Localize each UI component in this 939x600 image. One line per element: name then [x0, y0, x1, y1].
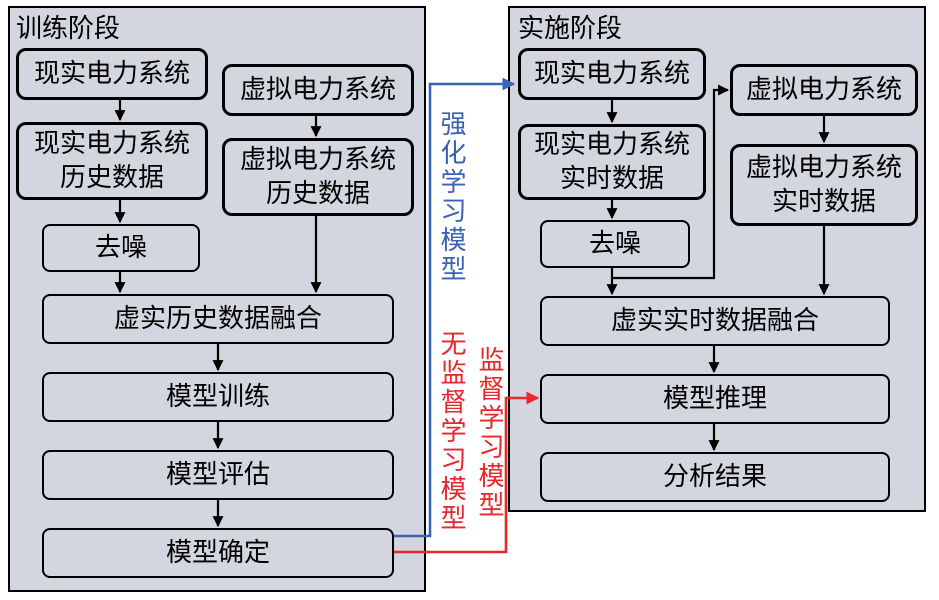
implementation-title: 实施阶段 [518, 14, 623, 44]
arrow-supervised-link [394, 391, 540, 554]
impl-result-box: 分析结果 [540, 452, 890, 502]
training-virtual-history-box: 虚拟电力系统 历史数据 [222, 138, 414, 216]
impl-real-realtime-box: 现实电力系统 实时数据 [518, 124, 706, 200]
training-real-history-box: 现实电力系统 历史数据 [16, 122, 208, 200]
impl-denoise-box: 去噪 [540, 220, 690, 268]
reinforcement-learning-label: 强化学习模型 [436, 110, 466, 284]
training-denoise-box: 去噪 [42, 224, 200, 272]
impl-virtual-realtime-box: 虚拟电力系统 实时数据 [730, 144, 918, 226]
training-fusion-box: 虚实历史数据融合 [42, 294, 394, 344]
training-virtual-system-box: 虚拟电力系统 [222, 64, 414, 116]
training-model-evaluate-box: 模型评估 [42, 450, 394, 500]
impl-fusion-box: 虚实实时数据融合 [540, 296, 890, 346]
training-title: 训练阶段 [16, 14, 121, 44]
training-model-confirm-box: 模型确定 [42, 528, 394, 578]
supervised-learning-label: 监督学习模型 [474, 346, 504, 520]
training-real-system-box: 现实电力系统 [16, 48, 208, 100]
arrow-impl-real-to-virtual [612, 84, 730, 280]
impl-virtual-system-box: 虚拟电力系统 [730, 64, 918, 116]
training-model-train-box: 模型训练 [42, 372, 394, 422]
impl-inference-box: 模型推理 [540, 374, 890, 424]
arrow-reinforcement-link [394, 77, 516, 538]
unsupervised-learning-label: 无监督学习模型 [436, 330, 466, 533]
impl-real-system-box: 现实电力系统 [518, 48, 706, 100]
